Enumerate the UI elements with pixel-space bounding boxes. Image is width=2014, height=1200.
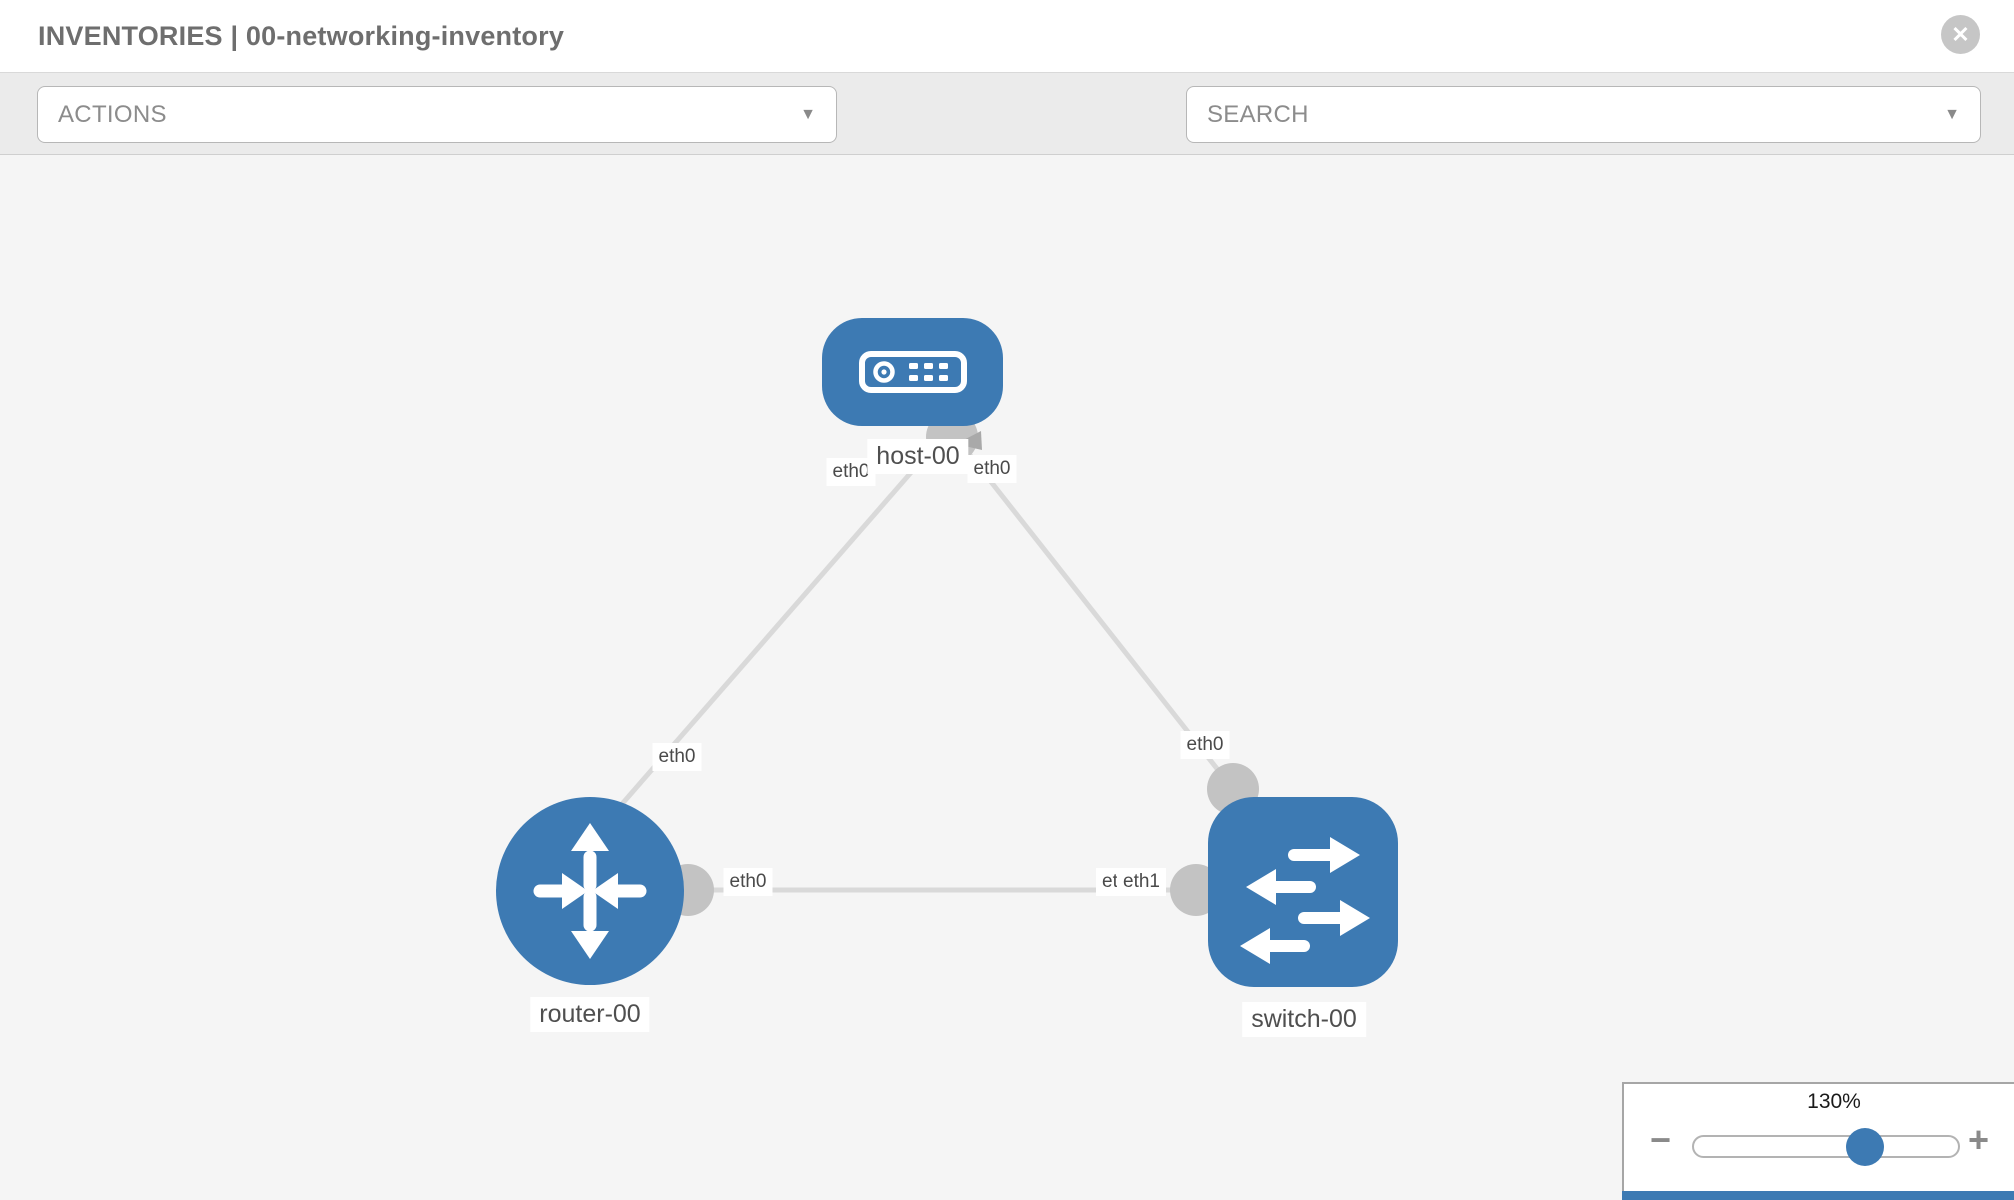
iface-label: eth0 <box>967 455 1017 483</box>
switch-icon <box>1240 837 1370 964</box>
actions-dropdown[interactable]: ACTIONS ▼ <box>37 86 837 143</box>
zoom-in-button[interactable]: + <box>1968 1122 1989 1158</box>
chevron-down-icon: ▼ <box>1944 105 1960 123</box>
node-host-00[interactable] <box>822 318 1003 426</box>
iface-label: eth1 <box>1117 868 1166 896</box>
zoom-slider-handle[interactable] <box>1846 1128 1884 1166</box>
minus-icon: − <box>1650 1119 1672 1160</box>
chevron-down-icon: ▼ <box>800 105 816 123</box>
actions-dropdown-label: ACTIONS <box>58 100 167 128</box>
header: INVENTORIES | 00-networking-inventory ✕ <box>0 0 2014 72</box>
page-title: INVENTORIES | 00-networking-inventory <box>38 21 565 51</box>
links-layer <box>613 411 1259 916</box>
iface-label: eth0 <box>1180 731 1230 759</box>
search-dropdown[interactable]: SEARCH ▼ <box>1186 86 1981 143</box>
toolbar: ACTIONS ▼ SEARCH ▼ <box>0 72 2014 209</box>
topology-canvas[interactable]: eth0 eth0 eth0 eth0 eth0 eth0 eth1 host-… <box>0 155 2014 1200</box>
zoom-panel: 130% − + <box>1622 1082 2014 1200</box>
node-switch-00[interactable] <box>1208 797 1398 987</box>
node-router-00[interactable] <box>496 797 684 985</box>
bottom-panel-edge <box>1622 1191 2014 1200</box>
iface-label: eth0 <box>652 743 702 771</box>
search-dropdown-label: SEARCH <box>1207 100 1309 128</box>
node-label-host: host-00 <box>867 439 969 474</box>
router-icon <box>533 823 647 959</box>
plus-icon: + <box>1968 1119 1990 1160</box>
node-label-router: router-00 <box>530 997 650 1032</box>
zoom-out-button[interactable]: − <box>1650 1122 1671 1158</box>
zoom-level-value: 130% <box>1807 1090 1861 1113</box>
close-icon: ✕ <box>1951 21 1970 47</box>
zoom-slider-track[interactable] <box>1692 1135 1960 1158</box>
close-button[interactable]: ✕ <box>1941 15 1980 54</box>
iface-label: eth0 <box>723 868 773 896</box>
server-icon <box>858 351 967 393</box>
node-label-switch: switch-00 <box>1242 1002 1366 1037</box>
